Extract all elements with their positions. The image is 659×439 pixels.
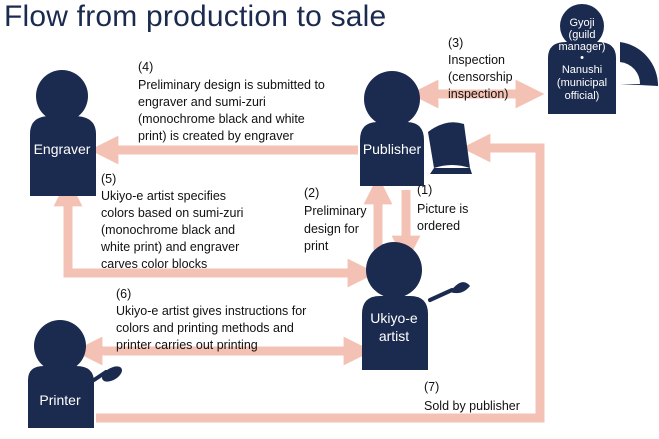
gyoji-label-line6: (municipal xyxy=(557,77,607,89)
arrow-engraver-artist xyxy=(53,177,377,288)
svg-text:print) is created by engraver: print) is created by engraver xyxy=(138,129,294,143)
ukiyoe-artist-label-line2: artist xyxy=(379,328,409,344)
svg-text:Ukiyo-e artist gives instructi: Ukiyo-e artist gives instructions for xyxy=(116,304,306,318)
svg-text:colors and printing methods an: colors and printing methods and xyxy=(116,321,294,335)
svg-text:engraver and sumi-zuri: engraver and sumi-zuri xyxy=(138,95,266,109)
svg-text:Sold by publisher: Sold by publisher xyxy=(424,399,520,413)
svg-text:white print) and engraver: white print) and engraver xyxy=(100,240,239,254)
svg-text:(censorship: (censorship xyxy=(448,70,513,84)
paintbrush-icon xyxy=(428,282,470,302)
engraver-label: Engraver xyxy=(34,141,91,157)
gyoji-label-line3: manager) xyxy=(558,41,605,53)
step-1-label: (1) Picture is ordered xyxy=(417,183,468,233)
svg-text:ordered: ordered xyxy=(417,219,460,233)
baren-icon xyxy=(92,366,122,382)
svg-text:(4): (4) xyxy=(138,60,153,74)
step-6-label: (6) Ukiyo-e artist gives instructions fo… xyxy=(116,287,306,352)
gyoji-label-line5: Nanushi xyxy=(562,64,602,76)
page-title: Flow from production to sale xyxy=(4,0,387,33)
step-5-label: (5) Ukiyo-e artist specifies colors base… xyxy=(100,172,243,271)
actor-engraver: Engraver xyxy=(30,70,96,196)
open-book-icon xyxy=(428,122,472,174)
fan-icon xyxy=(620,42,659,86)
step-4-label: (4) Preliminary design is submitted to e… xyxy=(138,60,325,143)
publisher-label: Publisher xyxy=(363,141,422,157)
svg-text:(5): (5) xyxy=(101,172,116,186)
svg-text:(1): (1) xyxy=(417,183,432,197)
svg-text:Picture is: Picture is xyxy=(417,202,468,216)
svg-text:(7): (7) xyxy=(424,380,439,394)
svg-text:Inspection: Inspection xyxy=(448,53,505,67)
svg-text:(3): (3) xyxy=(448,36,463,50)
svg-text:print: print xyxy=(304,239,329,253)
printer-label: Printer xyxy=(39,392,81,408)
step-3-label: (3) Inspection (censorship inspection) xyxy=(448,36,513,101)
svg-text:design for: design for xyxy=(304,222,359,236)
svg-text:carves color blocks: carves color blocks xyxy=(101,257,207,271)
svg-text:Preliminary design is submitte: Preliminary design is submitted to xyxy=(138,78,325,92)
svg-text:inspection): inspection) xyxy=(448,87,508,101)
actor-ukiyoe-artist: Ukiyo-e artist xyxy=(362,242,470,370)
arrows xyxy=(53,79,545,423)
svg-text:Preliminary: Preliminary xyxy=(304,204,367,218)
svg-text:(monochrome black and white: (monochrome black and white xyxy=(138,112,305,126)
gyoji-label-line7: official) xyxy=(565,90,600,102)
svg-text:Ukiyo-e artist specifies: Ukiyo-e artist specifies xyxy=(101,189,226,203)
svg-text:(monochrome black and: (monochrome black and xyxy=(101,223,235,237)
svg-text:printer carries out printing: printer carries out printing xyxy=(116,338,258,352)
arrow-printer-to-publisher xyxy=(96,133,545,423)
gyoji-label-line4: • xyxy=(580,52,584,64)
ukiyoe-artist-label-line1: Ukiyo-e xyxy=(370,310,418,326)
actor-gyoji: Gyoji (guild manager) • Nanushi (municip… xyxy=(548,4,659,114)
svg-text:(6): (6) xyxy=(116,287,131,301)
step-2-label: (2) Preliminary design for print xyxy=(304,186,367,253)
actor-printer: Printer xyxy=(28,320,122,428)
actor-publisher: Publisher xyxy=(360,71,472,186)
step-7-label: (7) Sold by publisher xyxy=(424,380,520,413)
gyoji-label-line1: Gyoji xyxy=(569,17,594,29)
svg-text:colors based on sumi-zuri: colors based on sumi-zuri xyxy=(101,206,243,220)
svg-text:(2): (2) xyxy=(304,186,319,200)
gyoji-label-line2: (guild xyxy=(569,29,596,41)
